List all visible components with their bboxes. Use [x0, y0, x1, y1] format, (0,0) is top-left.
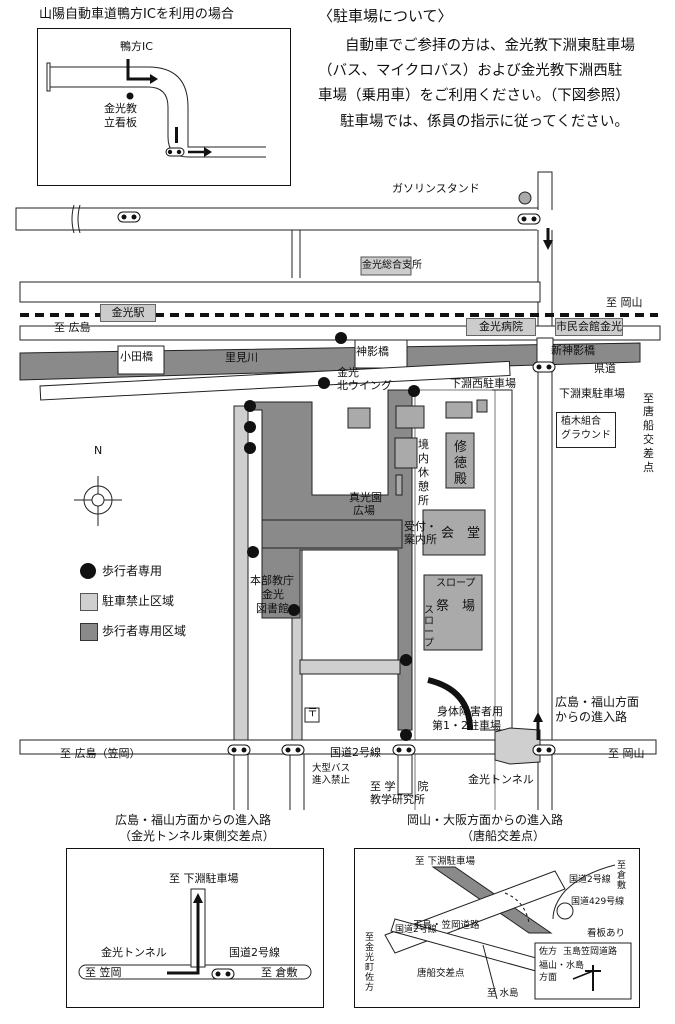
- shinkamikagebashi-label: 新神影橋: [551, 344, 595, 357]
- funaura-label-4: 交: [643, 433, 654, 446]
- funaura-route2-a-label: 国道2号線: [569, 875, 611, 885]
- inset-funaura-title-2: （唐船交差点）: [461, 829, 546, 843]
- sign-label-1: 金光教: [104, 102, 137, 115]
- inset-highway-map: 鴨方IC 金光教 立看板: [37, 28, 291, 186]
- compass-n-label: N: [94, 444, 103, 457]
- branch-office-label: 金光総合支所: [362, 260, 422, 271]
- main-map: [15, 171, 661, 810]
- funaura-to-kurashiki-label: 至倉敷: [617, 861, 627, 891]
- honbu-label-3: 図書館: [256, 602, 289, 615]
- funaura-label-5: 差: [643, 447, 654, 460]
- gakuin-label-1: 至 学 院: [370, 780, 429, 793]
- notice-line-2: （バス、マイクロバス）および金光教下淵西駐: [318, 63, 623, 79]
- city-hall-label: 市民会館金光: [555, 318, 623, 336]
- slope-label-2: スロープ: [424, 605, 434, 649]
- honbu-label-2: 金光: [262, 588, 284, 601]
- to-okayama-bottom-label: 至 岡山: [608, 747, 645, 760]
- approach-label-1: 広島・福山方面: [555, 695, 640, 709]
- east-to-kasaoka-label: 至 笠岡: [85, 966, 122, 979]
- ground-label-2: グラウンド: [561, 430, 611, 441]
- legend-pedestrian: 歩行者専用: [102, 564, 163, 578]
- funaura-label-6: 点: [643, 461, 654, 474]
- disabled-parking-label-1: 身体障害者用: [437, 705, 503, 718]
- satomigawa-label: 里見川: [225, 351, 258, 364]
- kaido-label: 会 堂: [441, 526, 481, 541]
- tunnel-label: 金光トンネル: [468, 773, 534, 786]
- east-route2-label: 国道2号線: [229, 946, 280, 959]
- funaura-label-1: 至: [643, 392, 654, 405]
- post-office-icon: 〒: [307, 706, 318, 719]
- ground-label-1: 植木組合: [561, 416, 601, 427]
- funaura-route429-label: 国道429号線: [571, 897, 625, 907]
- funaura-sign-1: 佐方: [539, 947, 558, 957]
- funaura-route2-b-label: 国道2号線: [395, 925, 437, 935]
- kamikagebashi-label: 神影橋: [356, 345, 389, 358]
- approach-label-2: からの進入路: [555, 710, 628, 724]
- makoto-plaza-label-1: 真光園: [349, 491, 382, 504]
- honbu-label-1: 本部教庁: [250, 574, 294, 587]
- funaura-to-mizushima-label: 至 水島: [487, 988, 519, 999]
- saijo-label: 祭 場: [436, 599, 476, 614]
- prefectural-road-label: 県道: [594, 362, 616, 375]
- notice-line-4: 駐車場では、係員の指示に従ってください。: [340, 114, 629, 130]
- funaura-route-kasaoka-label: 玉島・笠岡道路: [413, 920, 480, 931]
- inset-highway-title: 山陽自動車道鴨方ICを利用の場合: [39, 7, 234, 22]
- inset-east-map: 至 下淵駐車場 金光トンネル 国道2号線 至 笠岡 至 倉敷: [66, 848, 324, 1008]
- odabashi-label: 小田橋: [120, 350, 153, 363]
- to-hiroshima-kasaoka-label: 至 広島（笠岡）: [60, 747, 141, 760]
- to-hiroshima-top: 至 広島: [54, 321, 91, 334]
- hospital-label: 金光病院: [466, 318, 536, 336]
- inset-east-title-2: （金光トンネル東側交差点）: [119, 829, 275, 843]
- shutokuden-label: 修徳殿: [454, 440, 468, 487]
- sign-label-2: 立看板: [104, 116, 137, 129]
- funaura-to-konko-label: 至金光町佐方: [365, 933, 375, 993]
- inset-funaura-title-1: 岡山・大阪方面からの進入路: [407, 813, 564, 827]
- ground-box: [556, 412, 616, 448]
- to-okayama-top: 至 岡山: [606, 296, 643, 309]
- funaura-sign-4: 方面: [539, 973, 558, 983]
- funaura-label-3: 船: [643, 419, 654, 432]
- route2-label: 国道2号線: [330, 746, 381, 759]
- funaura-signboard-label: 看板あり: [587, 928, 626, 939]
- pedestrian-icon: [80, 563, 96, 579]
- gas-station-label: ガソリンスタンド: [392, 182, 480, 195]
- makoto-plaza-label-2: 広場: [353, 504, 375, 517]
- inset-east-title-1: 広島・福山方面からの進入路: [115, 813, 272, 827]
- notice-line-1: 自動車でご参拝の方は、金光教下淵東駐車場: [345, 38, 635, 54]
- reception-label-1: 受付・: [404, 520, 437, 533]
- ic-label: 鴨方IC: [120, 40, 153, 53]
- slope-label-1: スロープ: [436, 578, 476, 589]
- bus-ban-label-2: 進入禁止: [312, 775, 351, 786]
- legend-no-parking: 駐車禁止区域: [102, 594, 175, 608]
- pedestrian-zone-swatch: [80, 623, 98, 641]
- funaura-intersection-label: 唐船交差点: [417, 968, 465, 979]
- gakuin-label-2: 教学研究所: [370, 793, 425, 806]
- east-to-parking-label: 至 下淵駐車場: [169, 872, 239, 885]
- rest-area-label: 境内休憩所: [418, 438, 429, 507]
- funaura-label-2: 唐: [643, 405, 654, 418]
- reception-label-2: 案内所: [404, 533, 437, 546]
- notice-title: 〈駐車場について〉: [318, 7, 453, 25]
- east-parking-label: 下淵東駐車場: [559, 387, 625, 400]
- funaura-to-parking-label: 至 下淵駐車場: [415, 856, 476, 867]
- disabled-parking-label-2: 第1・2駐車場: [432, 719, 501, 732]
- legend-pedestrian-zone: 歩行者専用区域: [102, 624, 187, 638]
- konko-station-label: 金光駅: [100, 304, 156, 322]
- inset-funaura-map: 至 下淵駐車場 国道2号線 国道2号線 国道429号線 玉島・笠岡道路 至倉敷 …: [354, 848, 640, 1008]
- notice-line-3: 車場（乗用車）をご利用ください。（下図参照）: [318, 88, 630, 104]
- funaura-sign-2: 玉島笠岡道路: [563, 947, 618, 957]
- funaura-sign-3: 福山・水島: [539, 961, 585, 971]
- no-parking-swatch: [80, 593, 98, 611]
- bus-ban-label-1: 大型バス: [312, 763, 351, 774]
- north-wing-label-2: 北ウイング: [337, 379, 392, 392]
- north-wing-label-1: 金光: [337, 366, 359, 379]
- east-tunnel-label: 金光トンネル: [101, 946, 167, 959]
- east-to-kurashiki-label: 至 倉敷: [261, 966, 298, 979]
- west-parking-label: 下淵西駐車場: [450, 377, 516, 390]
